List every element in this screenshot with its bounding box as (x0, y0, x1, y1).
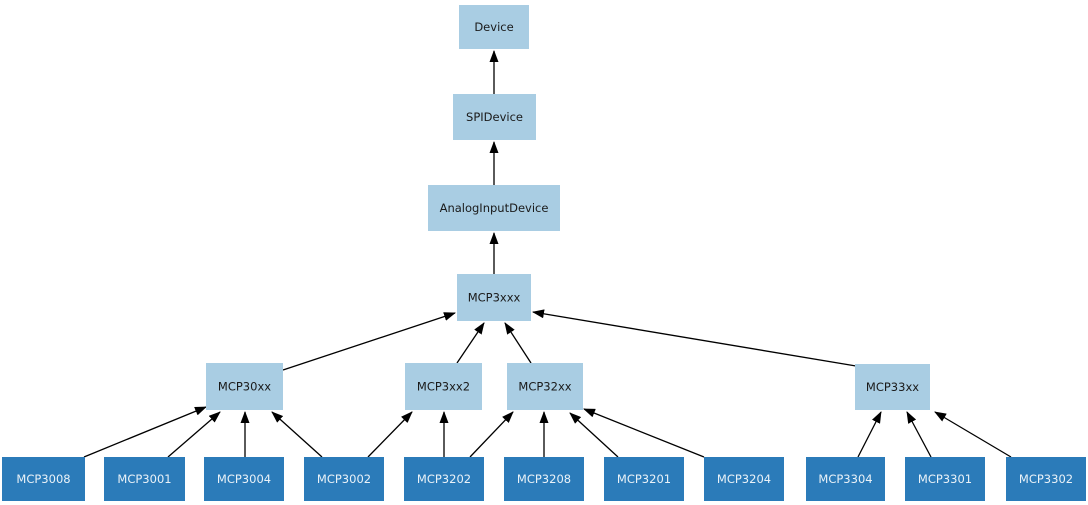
node-mcp3301: MCP3301 (905, 457, 985, 501)
edge-mcp3008-to-mcp30xx (83, 406, 207, 458)
edge-mcp3001-to-mcp30xx (167, 411, 221, 458)
node-mcp3201: MCP3201 (604, 457, 684, 501)
node-mcp30xx: MCP30xx (206, 363, 283, 410)
node-label: MCP3302 (1019, 472, 1073, 486)
node-label: MCP3xx2 (417, 380, 470, 394)
node-label: MCP3001 (117, 472, 171, 486)
node-label: MCP3202 (417, 472, 471, 486)
node-mcp3202: MCP3202 (404, 457, 484, 501)
node-box (304, 457, 384, 501)
edge-mcp3304-to-mcp33xx (857, 411, 882, 458)
node-mcp3302: MCP3302 (1006, 457, 1086, 501)
node-label: AnalogInputDevice (440, 201, 549, 215)
node-box (507, 363, 583, 410)
node-box (704, 457, 784, 501)
node-label: MCP30xx (218, 380, 271, 394)
node-box (855, 364, 930, 410)
node-box (206, 363, 283, 410)
nodes-layer: DeviceSPIDeviceAnalogInputDeviceMCP3xxxM… (2, 5, 1086, 501)
node-label: MCP3304 (818, 472, 872, 486)
edges-layer (83, 50, 1012, 458)
node-box (1006, 457, 1086, 501)
node-box (104, 457, 185, 501)
node-mcp3xxx: MCP3xxx (457, 274, 531, 321)
edge-mcp3002-to-mcp3xx2 (367, 411, 413, 458)
node-label: MCP3002 (317, 472, 371, 486)
node-label: MCP33xx (866, 380, 919, 394)
node-label: MCP3008 (16, 472, 70, 486)
node-box (604, 457, 684, 501)
node-label: MCP3004 (217, 472, 271, 486)
edge-mcp3xx2-to-mcp3xxx (456, 322, 485, 364)
node-box (405, 363, 482, 410)
node-mcp3008: MCP3008 (2, 457, 85, 501)
node-box (504, 457, 584, 501)
node-box (2, 457, 85, 501)
node-box (459, 5, 529, 49)
edge-mcp3201-to-mcp32xx (569, 412, 619, 458)
node-mcp32xx: MCP32xx (507, 363, 583, 410)
edge-mcp3202-to-mcp32xx (469, 411, 514, 458)
node-device: Device (459, 5, 529, 49)
node-box (404, 457, 484, 501)
node-label: MCP32xx (518, 380, 571, 394)
edge-mcp30xx-to-mcp3xxx (282, 312, 456, 371)
node-spidevice: SPIDevice (453, 94, 536, 140)
node-mcp3001: MCP3001 (104, 457, 185, 501)
node-box (453, 94, 536, 140)
node-label: MCP3xxx (468, 291, 521, 305)
edge-mcp3204-to-mcp32xx (583, 408, 705, 458)
edge-mcp3301-to-mcp33xx (906, 411, 932, 458)
edge-mcp32xx-to-mcp3xxx (504, 322, 532, 364)
node-label: MCP3204 (717, 472, 771, 486)
node-mcp3002: MCP3002 (304, 457, 384, 501)
edge-mcp3002-to-mcp30xx (271, 411, 323, 458)
node-mcp3204: MCP3204 (704, 457, 784, 501)
node-mcp3004: MCP3004 (204, 457, 284, 501)
node-mcp33xx: MCP33xx (855, 364, 930, 410)
edge-mcp33xx-to-mcp3xxx (532, 309, 857, 367)
node-label: MCP3201 (617, 472, 671, 486)
node-label: MCP3301 (918, 472, 972, 486)
node-box (806, 457, 885, 501)
node-analoginputdevice: AnalogInputDevice (428, 185, 560, 231)
node-box (428, 185, 560, 231)
edge-mcp3302-to-mcp33xx (934, 411, 1012, 458)
node-mcp3208: MCP3208 (504, 457, 584, 501)
node-label: Device (474, 20, 513, 34)
node-box (204, 457, 284, 501)
node-box (457, 274, 531, 321)
node-box (905, 457, 985, 501)
node-mcp3xx2: MCP3xx2 (405, 363, 482, 410)
node-mcp3304: MCP3304 (806, 457, 885, 501)
node-label: MCP3208 (517, 472, 571, 486)
node-label: SPIDevice (466, 110, 523, 124)
